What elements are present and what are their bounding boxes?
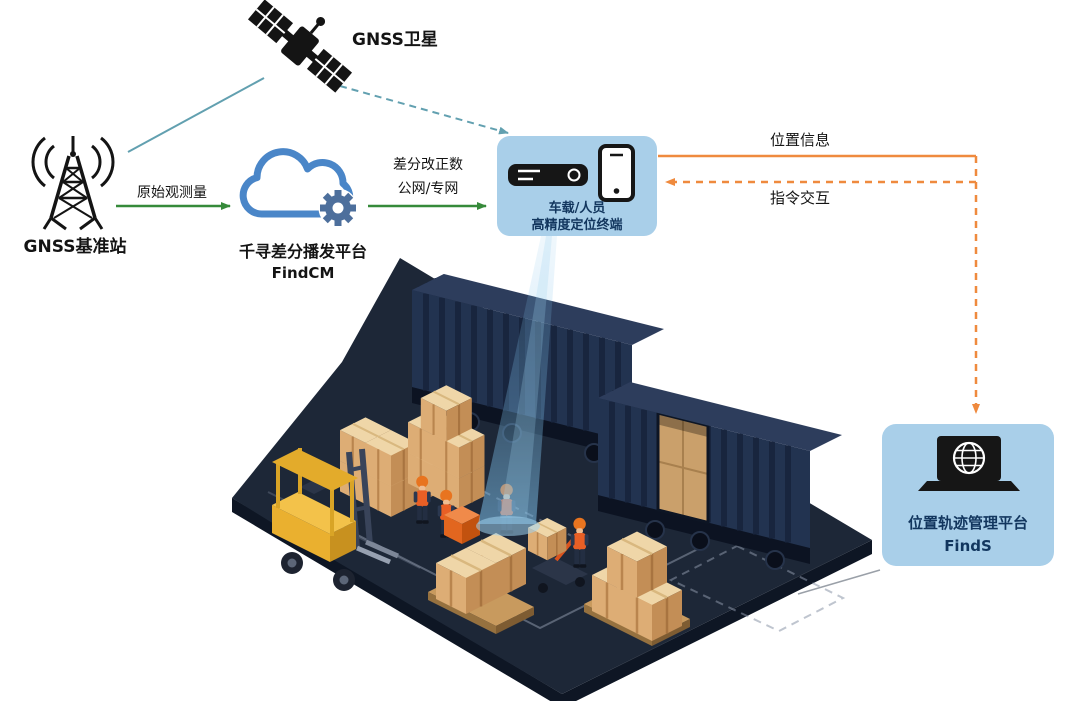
warehouse-scene-illustration xyxy=(232,236,872,701)
link-position-info xyxy=(658,154,980,414)
satellite-label: GNSS卫星 xyxy=(352,30,438,50)
orange-crate xyxy=(444,506,480,544)
terminal-label-line1: 车载/人员 xyxy=(548,201,606,216)
command-interaction-label: 指令交互 xyxy=(769,189,830,207)
position-info-label: 位置信息 xyxy=(769,131,830,149)
cloud-platform-product: FindCM xyxy=(271,264,335,282)
link-satellite-to-terminal xyxy=(339,85,509,135)
terminal-panel xyxy=(497,136,657,236)
gnss-satellite-icon xyxy=(247,0,353,93)
raw-observation-label: 原始观测量 xyxy=(137,185,207,201)
base-station-label: GNSS基准站 xyxy=(23,237,127,257)
cloud-gear-icon xyxy=(239,148,358,228)
link-satellite-to-base xyxy=(127,77,265,153)
laptop-globe-icon xyxy=(918,436,1020,491)
smartphone-icon xyxy=(598,144,635,202)
shipping-container-front xyxy=(598,382,842,570)
gear-icon xyxy=(318,188,358,228)
correction-data-label: 差分改正数 xyxy=(393,157,463,173)
forklift xyxy=(272,448,400,591)
network-label: 公网/专网 xyxy=(397,181,459,197)
positioning-beam xyxy=(476,236,557,536)
radio-tower-icon xyxy=(31,136,115,231)
container-open-door xyxy=(656,411,710,525)
terminal-label-line2: 高精度定位终端 xyxy=(531,218,623,233)
receiver-device-icon xyxy=(508,164,588,186)
scene-connector-line xyxy=(797,569,881,595)
management-platform-panel xyxy=(882,424,1054,566)
cloud-platform-name: 千寻差分播发平台 xyxy=(238,242,367,261)
management-platform-product: FindS xyxy=(944,537,992,555)
management-platform-name: 位置轨迹管理平台 xyxy=(907,514,1028,532)
pallet-center xyxy=(428,531,534,634)
pallet-right xyxy=(584,530,690,646)
